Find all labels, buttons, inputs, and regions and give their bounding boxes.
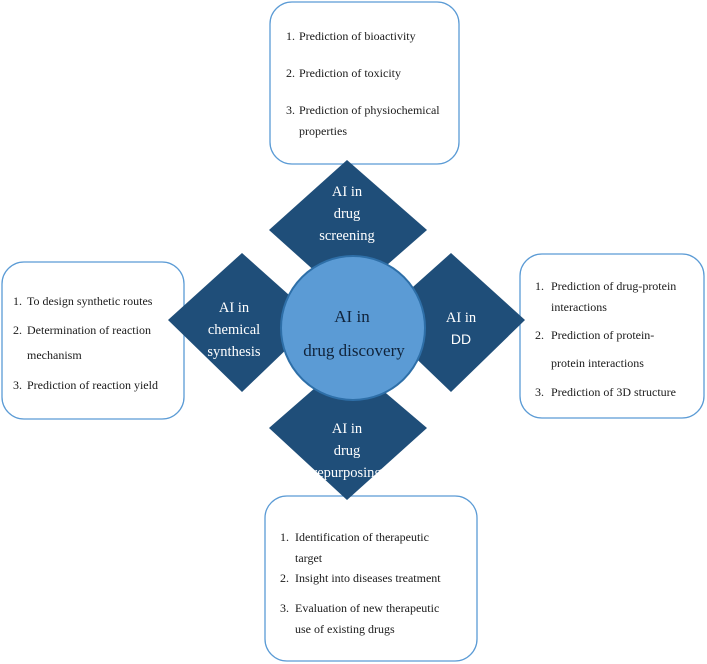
- box-top-list: 1. Prediction of bioactivity 2. Predicti…: [286, 29, 440, 138]
- box-top-item-2-num: 2.: [286, 66, 295, 80]
- box-top-item-3-num: 3.: [286, 103, 295, 117]
- box-left: [1, 261, 185, 420]
- box-bottom-item-1-line-2: target: [295, 551, 323, 565]
- diamond-left-label: AI in chemical synthesis: [207, 300, 261, 360]
- box-right-list: 1. Prediction of drug-protein interactio…: [535, 279, 676, 399]
- diamond-right-line-1: AI in: [446, 310, 477, 326]
- box-left-item-3-num: 3.: [13, 378, 22, 392]
- box-right-item-2-line-1: Prediction of protein-: [551, 328, 654, 342]
- box-top: [269, 1, 460, 165]
- diamond-left-line-3: synthesis: [207, 344, 261, 360]
- box-bottom-item-3-num: 3.: [280, 601, 289, 615]
- diamond-left-line-1: AI in: [219, 300, 250, 316]
- box-bottom-list: 1. Identification of therapeutic target …: [280, 530, 441, 636]
- center-title-line-2: drug discovery: [303, 341, 405, 360]
- diamond-top-line-2: drug: [334, 206, 361, 222]
- diamond-top-line-1: AI in: [332, 184, 363, 200]
- box-top-item-3-line-2: properties: [299, 124, 347, 138]
- box-left-item-2-num: 2.: [13, 323, 22, 337]
- box-top-item-1-line-1: Prediction of bioactivity: [299, 29, 416, 43]
- box-bottom-item-2-num: 2.: [280, 571, 289, 585]
- box-left-item-1-line-1: To design synthetic routes: [27, 294, 153, 308]
- diamond-right-label: AI in DD: [446, 310, 477, 347]
- box-right-item-1-num: 1.: [535, 279, 544, 293]
- box-left-item-2-line-2: mechanism: [27, 348, 82, 362]
- box-bottom-item-3-line-2: use of existing drugs: [295, 622, 395, 636]
- diamond-bottom-label: AI in drug repurposing: [312, 421, 381, 481]
- diamond-left: [168, 253, 317, 392]
- diamond-bottom-line-3: repurposing: [312, 465, 381, 481]
- box-right-item-2-num: 2.: [535, 328, 544, 342]
- box-left-item-3-line-1: Prediction of reaction yield: [27, 378, 158, 392]
- box-left-item-2-line-1: Determination of reaction: [27, 323, 151, 337]
- box-left-item-1-num: 1.: [13, 294, 22, 308]
- box-bottom-item-1-num: 1.: [280, 530, 289, 544]
- diamond-top: [269, 160, 427, 300]
- box-top-item-2-line-1: Prediction of toxicity: [299, 66, 401, 80]
- box-right-item-2-line-2: protein interactions: [551, 356, 644, 370]
- box-right-item-3-num: 3.: [535, 385, 544, 399]
- box-right-item-3-line-1: Prediction of 3D structure: [551, 385, 676, 399]
- center-title-line-1: AI in: [334, 307, 370, 326]
- box-right-item-1-line-2: interactions: [551, 300, 607, 314]
- box-right-item-1-line-1: Prediction of drug-protein: [551, 279, 676, 293]
- box-top-item-3-line-1: Prediction of physiochemical: [299, 103, 440, 117]
- box-right: [519, 253, 705, 419]
- diamond-right-line-2: DD: [451, 331, 471, 347]
- center-circle: [280, 255, 426, 401]
- diamond-top-label: AI in drug screening: [319, 184, 375, 244]
- box-bottom-item-1-line-1: Identification of therapeutic: [295, 530, 429, 544]
- diamond-left-line-2: chemical: [208, 322, 260, 338]
- diamond-top-line-3: screening: [319, 228, 375, 244]
- box-bottom: [264, 495, 478, 662]
- diamond-bottom-line-2: drug: [334, 443, 361, 459]
- box-bottom-item-3-line-1: Evaluation of new therapeutic: [295, 601, 439, 615]
- diamond-bottom: [269, 360, 427, 500]
- box-top-item-1-num: 1.: [286, 29, 295, 43]
- box-bottom-item-2-line-1: Insight into diseases treatment: [295, 571, 441, 585]
- diamond-bottom-line-1: AI in: [332, 421, 363, 437]
- box-left-list: 1. To design synthetic routes 2. Determi…: [13, 294, 158, 392]
